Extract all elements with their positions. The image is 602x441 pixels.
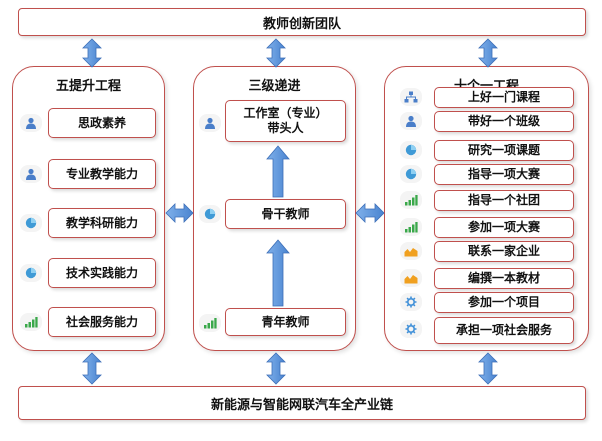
top-bar-team: 教师创新团队 [18, 8, 586, 36]
right-item-3: 指导一项大赛 [434, 164, 574, 185]
right-item-2: 研究一项课题 [434, 140, 574, 161]
bottom-bar-industry-chain: 新能源与智能网联汽车全产业链 [18, 386, 586, 420]
arrow-bottom-middle [266, 352, 286, 385]
right-item-6-icon [400, 242, 422, 260]
right-item-8: 参加一个项目 [434, 292, 574, 313]
right-item-0-icon [400, 88, 422, 106]
right-item-5: 参加一项大赛 [434, 217, 574, 238]
right-item-7: 编撰一本教材 [434, 268, 574, 289]
middle-item-1-icon [199, 205, 221, 223]
arrow-top-left [82, 38, 102, 68]
arrow-left-middle [165, 203, 194, 223]
right-item-9-icon [400, 320, 422, 338]
right-item-4-icon [400, 191, 422, 209]
left-item-2: 教学科研能力 [48, 208, 156, 238]
arrow-top-right [478, 38, 498, 68]
left-item-0-icon [20, 114, 42, 132]
arrow-top-middle [266, 38, 286, 68]
arrow-bottom-right [478, 352, 498, 385]
right-item-1-icon [400, 112, 422, 130]
middle-item-2-icon [199, 314, 221, 332]
middle-item-0-icon [199, 114, 221, 132]
right-item-0: 上好一门课程 [434, 87, 574, 108]
right-item-7-icon [400, 269, 422, 287]
right-item-9: 承担一项社会服务 [434, 317, 574, 344]
arrow-up-to-studio-leader [266, 145, 290, 198]
left-panel-title: 五提升工程 [55, 79, 121, 94]
left-item-1: 专业教学能力 [48, 159, 156, 189]
middle-item-2: 青年教师 [225, 308, 346, 336]
middle-panel-title: 三级递进 [248, 79, 301, 94]
left-item-4: 社会服务能力 [48, 307, 156, 337]
right-item-5-icon [400, 218, 422, 236]
left-item-4-icon [20, 313, 42, 331]
arrow-up-to-core-teacher [266, 239, 290, 307]
right-item-8-icon [400, 293, 422, 311]
left-item-3-icon [20, 264, 42, 282]
right-item-1: 带好一个班级 [434, 111, 574, 132]
arrow-middle-right [355, 203, 385, 223]
right-item-3-icon [400, 165, 422, 183]
left-item-3: 技术实践能力 [48, 258, 156, 288]
right-item-6: 联系一家企业 [434, 241, 574, 262]
left-item-1-icon [20, 165, 42, 183]
middle-item-0: 工作室（专业） 带头人 [225, 100, 346, 142]
right-item-2-icon [400, 141, 422, 159]
left-item-2-icon [20, 214, 42, 232]
middle-item-1: 骨干教师 [225, 199, 346, 229]
right-item-4: 指导一个社团 [434, 190, 574, 211]
arrow-bottom-left [82, 352, 102, 385]
left-item-0: 思政素养 [48, 108, 156, 138]
